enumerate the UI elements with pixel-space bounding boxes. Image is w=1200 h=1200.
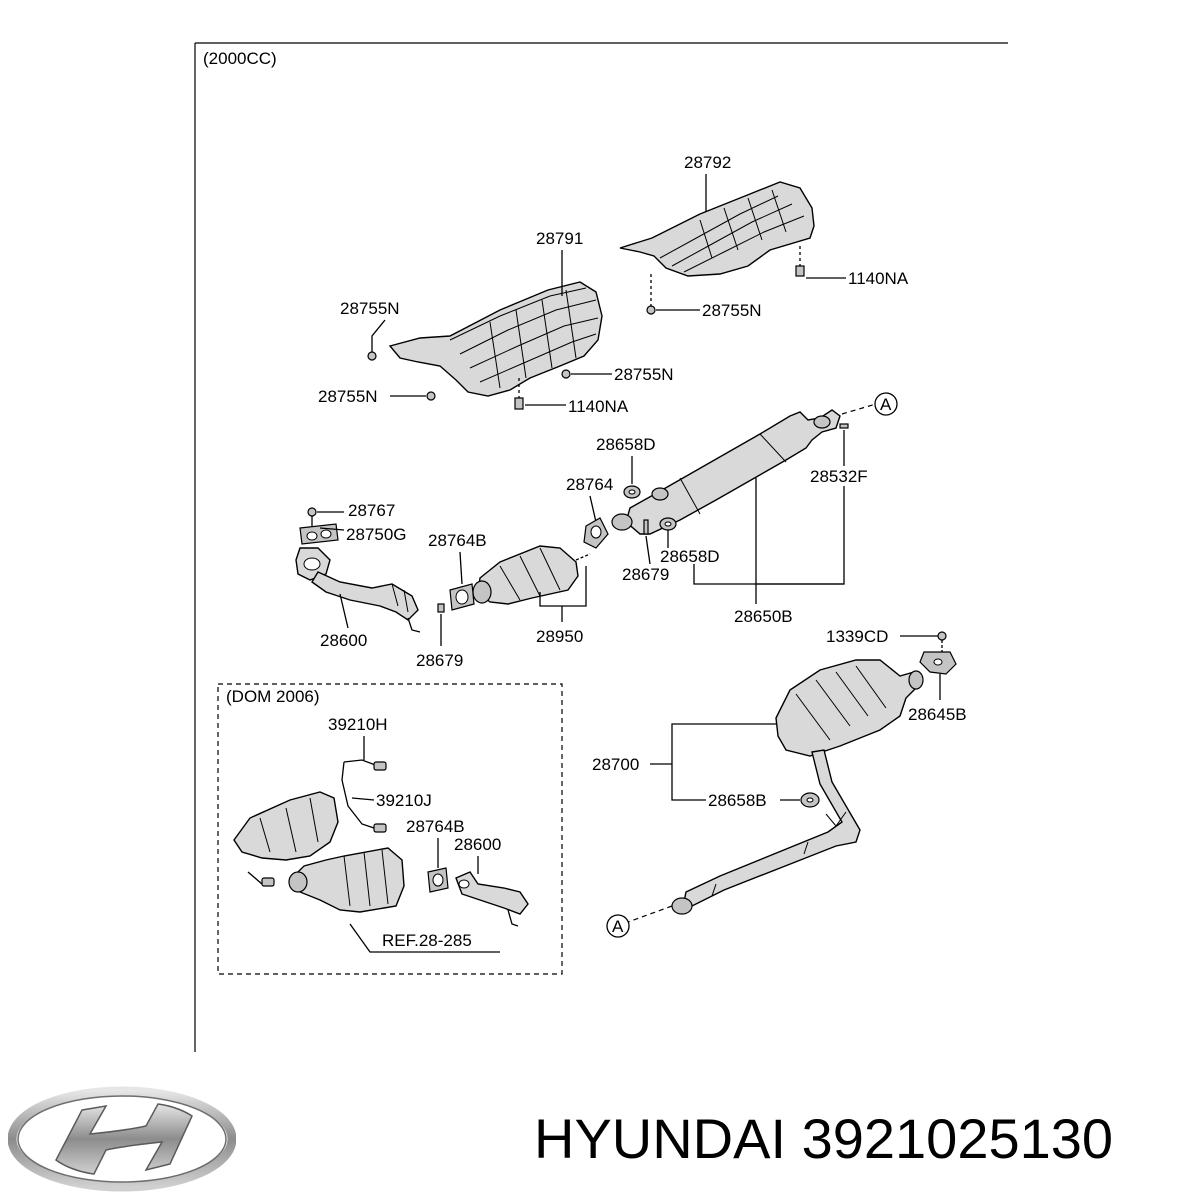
rear-muffler-28700[interactable]: [671, 659, 924, 915]
label-28750g: 28750G: [346, 525, 407, 544]
circle-ref-a-top-label: A: [880, 395, 892, 414]
bolt-1140na-top[interactable]: [795, 246, 805, 277]
brand-part-caption: HYUNDAI 3921025130: [534, 1106, 1113, 1171]
heat-shield-28791[interactable]: [388, 281, 603, 397]
nut-28755n-low[interactable]: [426, 391, 436, 401]
label-1140na-top: 1140NA: [848, 269, 909, 288]
label-28679-mid: 28679: [622, 565, 669, 584]
center-muffler-28650b[interactable]: [611, 409, 841, 535]
oxygen-sensor-39210h[interactable]: [341, 759, 387, 833]
hanger-28645b[interactable]: [919, 651, 957, 675]
brand-name: HYUNDAI: [534, 1107, 787, 1170]
label-28755n-top: 28755N: [702, 301, 762, 320]
label-39210j: 39210J: [376, 791, 432, 810]
label-1140na-low: 1140NA: [568, 397, 629, 416]
front-pipe-28600-inset[interactable]: [455, 871, 529, 927]
gasket-28764b-inset[interactable]: [427, 867, 449, 893]
circle-ref-a-bottom: [606, 914, 630, 938]
label-28650b: 28650B: [734, 607, 793, 626]
circle-ref-a-bottom-label: A: [612, 917, 624, 936]
label-28645b: 28645B: [908, 705, 967, 724]
label-28950: 28950: [536, 627, 583, 646]
front-pipe-28600[interactable]: [295, 547, 421, 633]
label-1339cd: 1339CD: [826, 627, 888, 646]
label-28532f: 28532F: [810, 467, 868, 486]
nut-28755n-top[interactable]: [646, 274, 656, 315]
bolt-1140na-low[interactable]: [514, 378, 524, 410]
circle-ref-a-top: [874, 392, 898, 416]
clip-28532f[interactable]: [839, 423, 849, 429]
label-28755n-low: 28755N: [318, 387, 378, 406]
manifold-assembly-inset[interactable]: [233, 791, 405, 913]
gasket-28750g[interactable]: [299, 523, 339, 545]
label-28764b-inset: 28764B: [406, 817, 465, 836]
label-28600: 28600: [320, 631, 367, 650]
label-28767: 28767: [348, 501, 395, 520]
nut-28755n-left[interactable]: [367, 351, 377, 361]
bolt-28679-low[interactable]: [437, 603, 445, 613]
engine-label: (2000CC): [203, 49, 277, 68]
label-28658b: 28658B: [708, 791, 767, 810]
hanger-28658d-top[interactable]: [623, 485, 641, 499]
hanger-28658b[interactable]: [800, 792, 820, 808]
inset-frame: [217, 683, 563, 975]
label-39210h: 39210H: [328, 715, 388, 734]
catalytic-converter-28950[interactable]: [472, 545, 579, 605]
label-28600-inset: 28600: [454, 835, 501, 854]
label-28764b: 28764B: [428, 531, 487, 550]
bolt-28679-mid[interactable]: [643, 519, 649, 535]
reference-label: REF.28-285: [382, 931, 472, 950]
hanger-28658d-low[interactable]: [659, 517, 677, 531]
label-28755n-left: 28755N: [340, 299, 400, 318]
nut-28755n-mid[interactable]: [561, 369, 571, 379]
gasket-28764b[interactable]: [449, 583, 475, 611]
nut-28767[interactable]: [307, 507, 317, 517]
label-28679-low: 28679: [416, 651, 463, 670]
heat-shield-28792[interactable]: [619, 181, 815, 277]
gasket-28764[interactable]: [583, 517, 609, 549]
label-28700: 28700: [592, 755, 639, 774]
label-28658d-low: 28658D: [660, 547, 720, 566]
part-number: 3921025130: [801, 1107, 1114, 1170]
bolt-1339cd[interactable]: [937, 631, 947, 641]
label-28791: 28791: [536, 229, 583, 248]
inset-label: (DOM 2006): [226, 687, 320, 706]
label-28658d-top: 28658D: [596, 435, 656, 454]
label-28764: 28764: [566, 475, 613, 494]
hyundai-logo: [8, 1086, 236, 1192]
label-28792: 28792: [684, 153, 731, 172]
label-28755n-mid: 28755N: [614, 365, 674, 384]
